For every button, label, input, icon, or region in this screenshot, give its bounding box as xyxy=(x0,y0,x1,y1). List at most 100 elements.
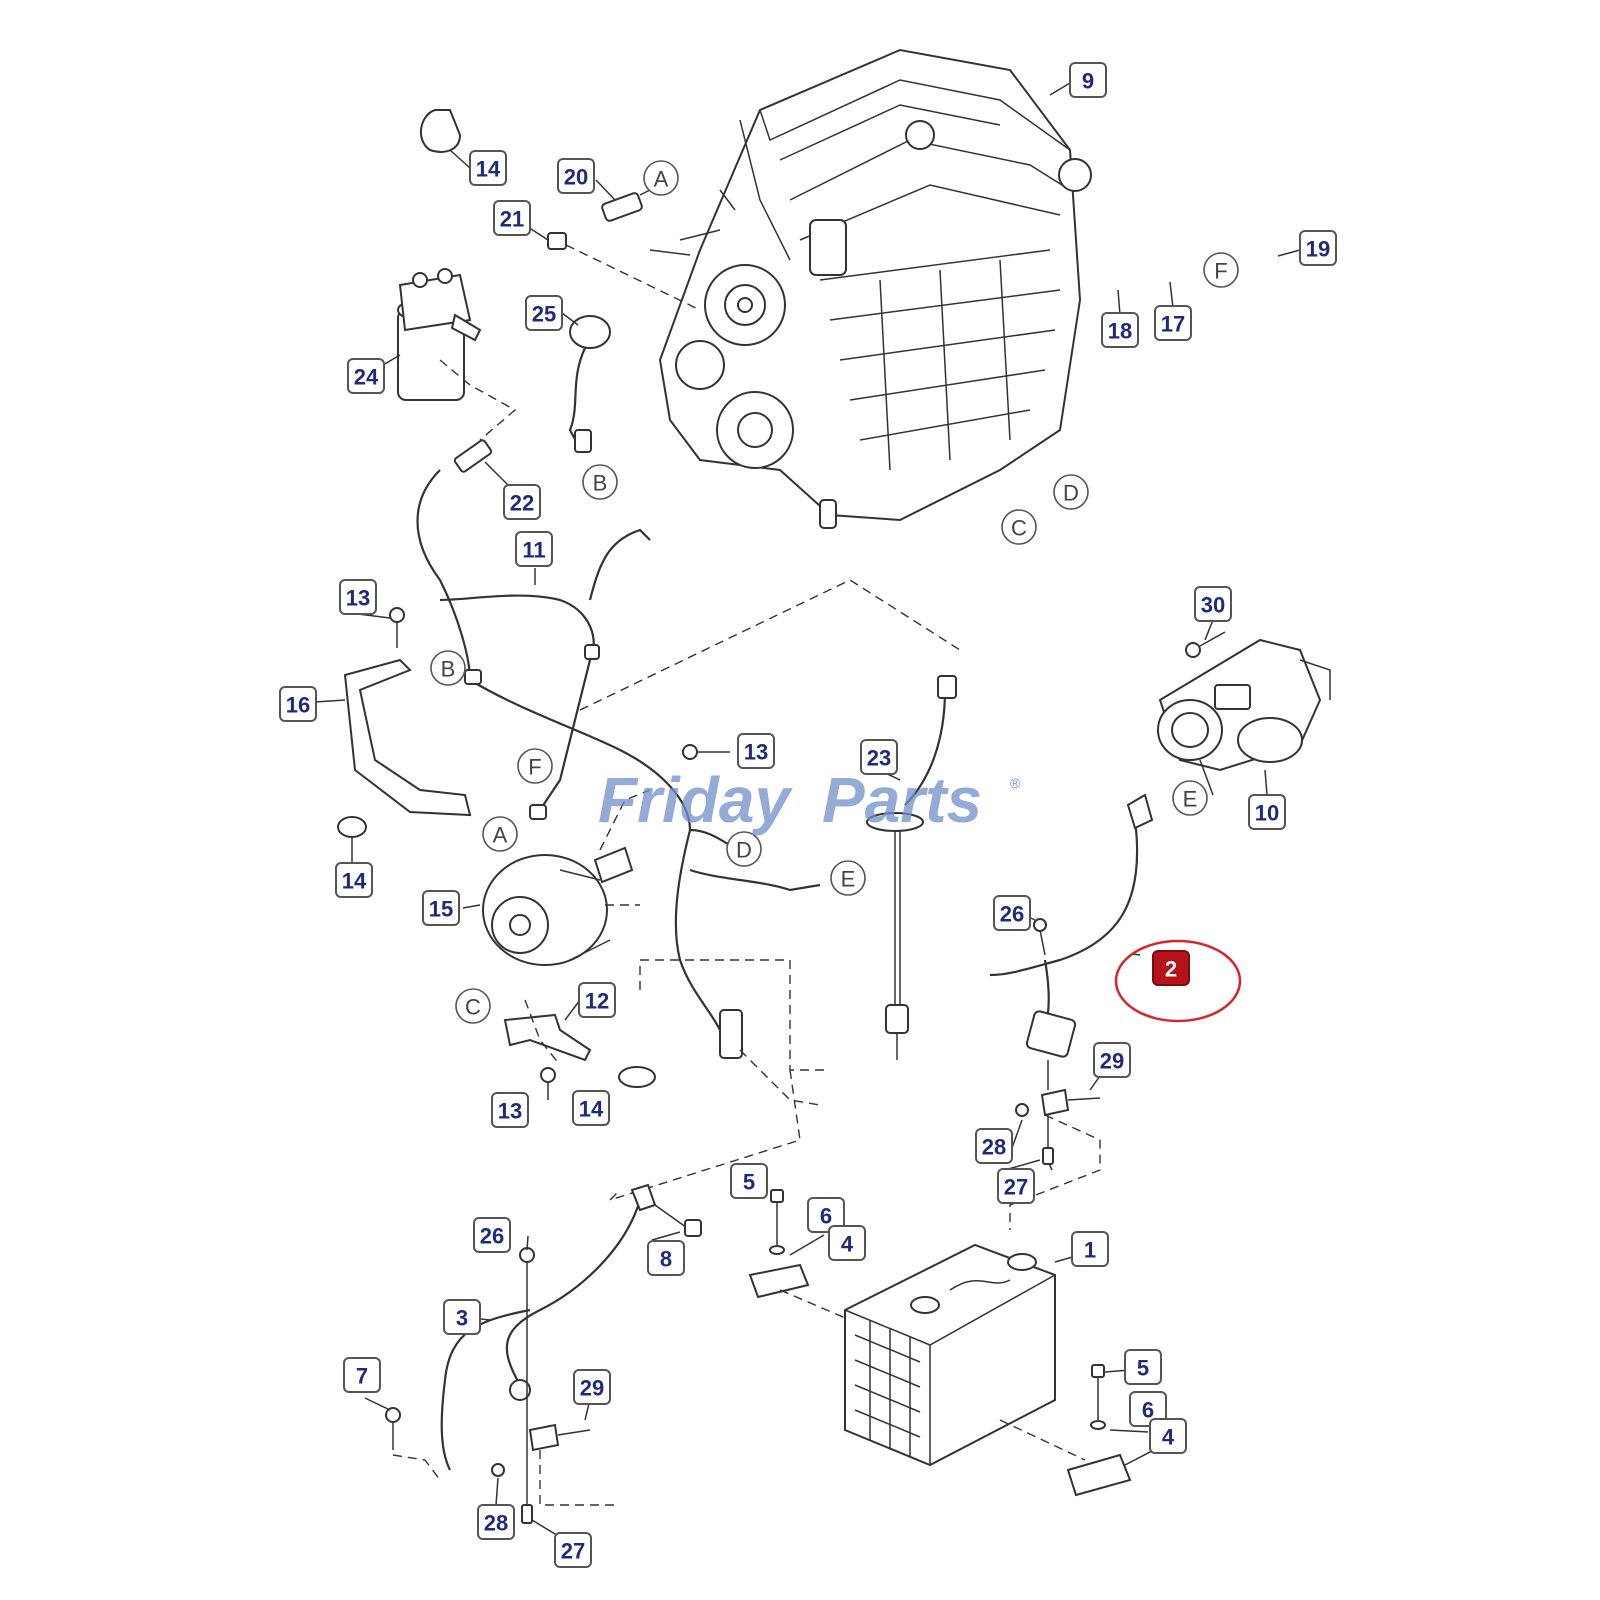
dash-harness-battery xyxy=(609,1069,801,1201)
connector-A: A xyxy=(482,816,518,852)
callout-18[interactable]: 18 xyxy=(1101,312,1139,348)
callout-number: 13 xyxy=(346,586,370,611)
holddown-4-left xyxy=(748,1189,851,1321)
callout-25[interactable]: 25 xyxy=(525,295,563,331)
callout-number: 6 xyxy=(1142,1398,1154,1423)
callout-27[interactable]: 27 xyxy=(997,1168,1035,1204)
callout-14[interactable]: 14 xyxy=(572,1090,610,1126)
callout-5[interactable]: 5 xyxy=(730,1163,768,1199)
callout-10[interactable]: 10 xyxy=(1248,794,1286,830)
callout-8[interactable]: 8 xyxy=(647,1240,685,1276)
callout-box xyxy=(1194,586,1232,622)
callout-14[interactable]: 14 xyxy=(335,862,373,898)
callout-23[interactable]: 23 xyxy=(860,739,898,775)
cable-3 xyxy=(440,1183,702,1524)
callout-29[interactable]: 29 xyxy=(1093,1042,1131,1078)
callout-box xyxy=(443,1299,481,1335)
callout-29[interactable]: 29 xyxy=(573,1369,611,1405)
callout-number: 30 xyxy=(1201,593,1225,618)
callout-4[interactable]: 4 xyxy=(1149,1418,1187,1454)
callout-number: 29 xyxy=(580,1376,604,1401)
callout-1[interactable]: 1 xyxy=(1071,1231,1109,1267)
sensor-20 xyxy=(601,189,651,222)
callout-13[interactable]: 13 xyxy=(491,1092,529,1128)
callout-number: 23 xyxy=(867,746,891,771)
callout-28[interactable]: 28 xyxy=(975,1128,1013,1164)
connector-circle xyxy=(430,650,466,686)
callout-number: 18 xyxy=(1108,319,1132,344)
callout-20[interactable]: 20 xyxy=(557,158,595,194)
callout-15[interactable]: 15 xyxy=(422,890,460,926)
callout-box xyxy=(1149,1418,1187,1454)
callout-number: 28 xyxy=(484,1511,508,1536)
callout-box xyxy=(515,531,553,567)
callout-box xyxy=(491,1092,529,1128)
callout-5[interactable]: 5 xyxy=(1124,1349,1162,1385)
bolt-30 xyxy=(1185,631,1226,658)
callout-3[interactable]: 3 xyxy=(443,1299,481,1335)
callout-12[interactable]: 12 xyxy=(578,982,616,1018)
connector-circle xyxy=(1203,252,1239,288)
callout-box xyxy=(503,484,541,520)
callout-number: 15 xyxy=(429,897,453,922)
callout-box xyxy=(339,579,377,615)
connector-letter: E xyxy=(841,867,856,892)
callout-19[interactable]: 19 xyxy=(1299,230,1337,266)
connector-D: D xyxy=(726,831,762,867)
callout-11[interactable]: 11 xyxy=(515,531,553,567)
callout-number: 11 xyxy=(522,538,545,563)
callout-number: 10 xyxy=(1255,801,1279,826)
callout-22[interactable]: 22 xyxy=(503,484,541,520)
callout-number: 6 xyxy=(820,1204,832,1229)
callout-28[interactable]: 28 xyxy=(477,1504,515,1540)
callout-box xyxy=(469,150,507,186)
callout-number: 21 xyxy=(500,207,524,232)
connector-A: A xyxy=(643,160,679,196)
watermark-registered-mark: ® xyxy=(1010,775,1021,791)
callout-16[interactable]: 16 xyxy=(279,686,317,722)
callout-27[interactable]: 27 xyxy=(554,1532,592,1568)
callout-24[interactable]: 24 xyxy=(347,358,385,394)
connector-circle xyxy=(582,464,618,500)
callout-number: 12 xyxy=(585,989,609,1014)
callout-30[interactable]: 30 xyxy=(1194,586,1232,622)
callout-14[interactable]: 14 xyxy=(469,150,507,186)
callout-number: 26 xyxy=(1000,902,1024,927)
callout-box xyxy=(573,1369,611,1405)
callout-box xyxy=(279,686,317,722)
callout-6[interactable]: 6 xyxy=(1129,1391,1167,1427)
callout-6[interactable]: 6 xyxy=(807,1197,845,1233)
fuel-filter-24 xyxy=(397,268,482,401)
callout-box xyxy=(1069,62,1107,98)
callout-26[interactable]: 26 xyxy=(993,895,1031,931)
callout-13[interactable]: 13 xyxy=(737,733,775,769)
clamp-14-top xyxy=(420,109,462,153)
dipstick-23 xyxy=(579,579,961,1060)
connector-E: E xyxy=(830,860,866,896)
callout-9[interactable]: 9 xyxy=(1069,62,1107,98)
callout-21[interactable]: 21 xyxy=(493,200,531,236)
callout-17[interactable]: 17 xyxy=(1154,305,1192,341)
callout-box xyxy=(525,295,563,331)
fitting-22 xyxy=(453,439,493,473)
callout-13[interactable]: 13 xyxy=(339,579,377,615)
connector-circle xyxy=(1001,509,1037,545)
connector-circle xyxy=(482,816,518,852)
callout-26[interactable]: 26 xyxy=(473,1217,511,1253)
connector-D: D xyxy=(1053,474,1089,510)
starter-10 xyxy=(1157,638,1331,772)
callout-box xyxy=(557,158,595,194)
callout-number: 5 xyxy=(1137,1356,1149,1381)
fitting-21 xyxy=(547,232,701,311)
callout-7[interactable]: 7 xyxy=(343,1357,381,1393)
connector-circle xyxy=(726,831,762,867)
callout-4[interactable]: 4 xyxy=(828,1225,866,1261)
connector-C: C xyxy=(455,988,491,1024)
connector-letter: E xyxy=(1183,787,1198,812)
bolt-13-a xyxy=(389,607,405,648)
callout-2-highlighted[interactable]: 2 xyxy=(1152,950,1190,986)
callout-number: 16 xyxy=(286,693,310,718)
callout-number: 2 xyxy=(1165,957,1177,982)
